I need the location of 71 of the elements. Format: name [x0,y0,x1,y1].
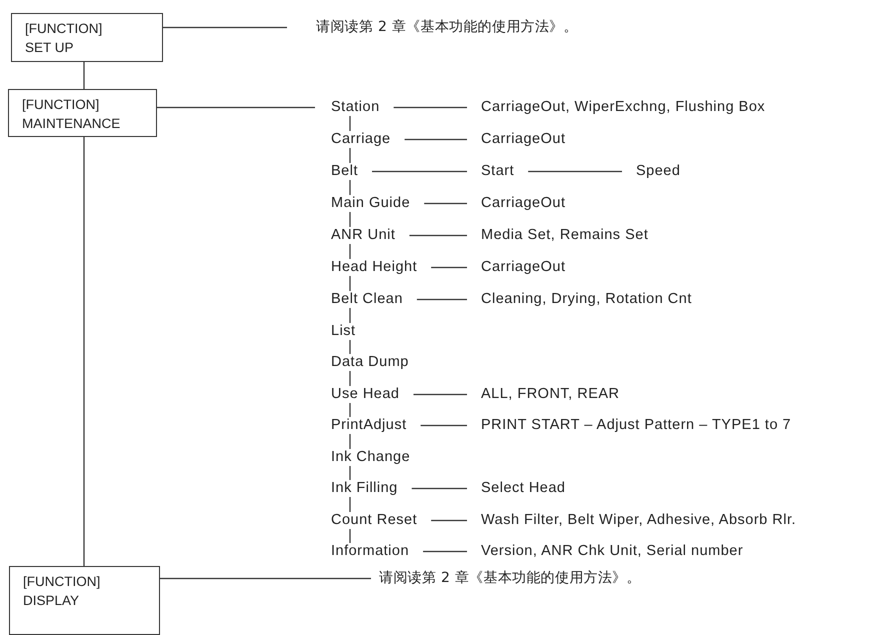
menu-item: Head Height [315,256,432,278]
connector-line [349,308,351,323]
menu-item: Ink Change [315,446,424,468]
connector-line [160,578,371,580]
function-box [8,89,157,137]
menu-item: Station [315,96,394,118]
connector-line [349,276,351,291]
note-text: 请阅读第 2 章《基本功能的使用方法》。 [371,567,641,589]
connector-line [349,116,351,131]
connector-line [431,520,467,522]
submenu-text: Wash Filter, Belt Wiper, Adhesive, Absorb Rlr. [467,509,810,531]
connector-line [349,212,351,227]
connector-line [349,403,351,417]
connector-line [349,466,351,480]
function-box [11,13,163,62]
submenu-text: CarriageOut [467,128,580,150]
menu-item: PrintAdjust [315,414,421,436]
connector-line [349,529,351,543]
connector-line [412,488,467,490]
box-label: [FUNCTION] [25,20,104,38]
menu-item: Carriage [315,128,405,150]
connector-line [528,170,622,172]
connector-line [431,266,467,268]
menu-item: Ink Filling [315,477,412,499]
menu-item: Main Guide [315,192,424,214]
connector-line [349,244,351,259]
connector-line [349,497,351,512]
connector-line [420,424,467,426]
connector-line [163,26,287,28]
note-text: 请阅读第 2 章《基本功能的使用方法》。 [287,16,578,38]
menu-item: Count Reset [315,509,432,531]
menu-item: Use Head [315,383,414,405]
submenu-text: ALL, FRONT, REAR [467,383,634,405]
menu-item: Information [315,540,424,562]
connector-line [423,550,467,552]
menu-item: ANR Unit [315,224,410,246]
box-label: MAINTENANCE [22,115,122,133]
menu-item: Data Dump [315,351,423,373]
connector-line [394,106,467,108]
menu-item: Belt Clean [315,288,417,310]
box-label: [FUNCTION] [22,96,100,114]
connector-line [349,434,351,449]
connector-line [157,106,315,108]
connector-line [83,137,85,566]
connector-line [349,371,351,386]
submenu-text: CarriageOut [467,256,580,278]
submenu-text: Media Set, Remains Set [467,224,662,246]
connector-line [404,138,467,140]
connector-line [349,180,351,195]
menu-item: List [315,320,370,342]
function-box [9,566,160,635]
box-label: [FUNCTION] [23,573,102,591]
connector-line [349,340,351,354]
connector-line [83,62,85,89]
submenu-text: CarriageOut [467,192,580,214]
box-label: SET UP [25,39,75,57]
submenu-text: Speed [622,160,684,182]
menu-item: Belt [315,160,372,182]
connector-line [424,202,467,204]
submenu-text: Start [467,160,528,182]
connector-line [413,394,467,396]
connector-line [372,170,467,172]
submenu-text: CarriageOut, WiperExchng, Flushing Box [467,96,780,118]
submenu-text: Version, ANR Chk Unit, Serial number [467,540,758,562]
submenu-text: PRINT START – Adjust Pattern – TYPE1 to 7 [467,414,806,436]
submenu-text: Select Head [467,477,580,499]
connector-line [416,298,467,300]
submenu-text: Cleaning, Drying, Rotation Cnt [467,288,706,310]
connector-line [409,234,467,236]
box-label: DISPLAY [23,592,80,610]
connector-line [349,148,351,163]
